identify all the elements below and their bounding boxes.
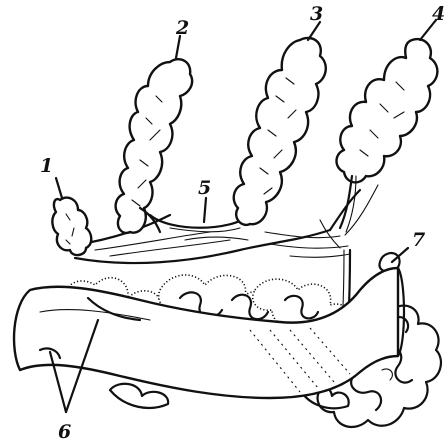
lobe-3 <box>234 38 326 225</box>
leader-line-2 <box>176 36 180 58</box>
label-5: 5 <box>198 177 211 199</box>
lobe-4 <box>337 39 438 232</box>
label-2: 2 <box>175 17 189 39</box>
label-4: 4 <box>432 3 445 25</box>
label-7: 7 <box>412 229 425 251</box>
label-6: 6 <box>58 421 71 443</box>
lobe-1 <box>52 198 91 255</box>
leader-line-1 <box>56 178 62 198</box>
leader-line-5 <box>204 198 206 222</box>
label-1: 1 <box>40 155 53 177</box>
label-3: 3 <box>310 3 323 25</box>
lobe-2 <box>116 59 192 233</box>
